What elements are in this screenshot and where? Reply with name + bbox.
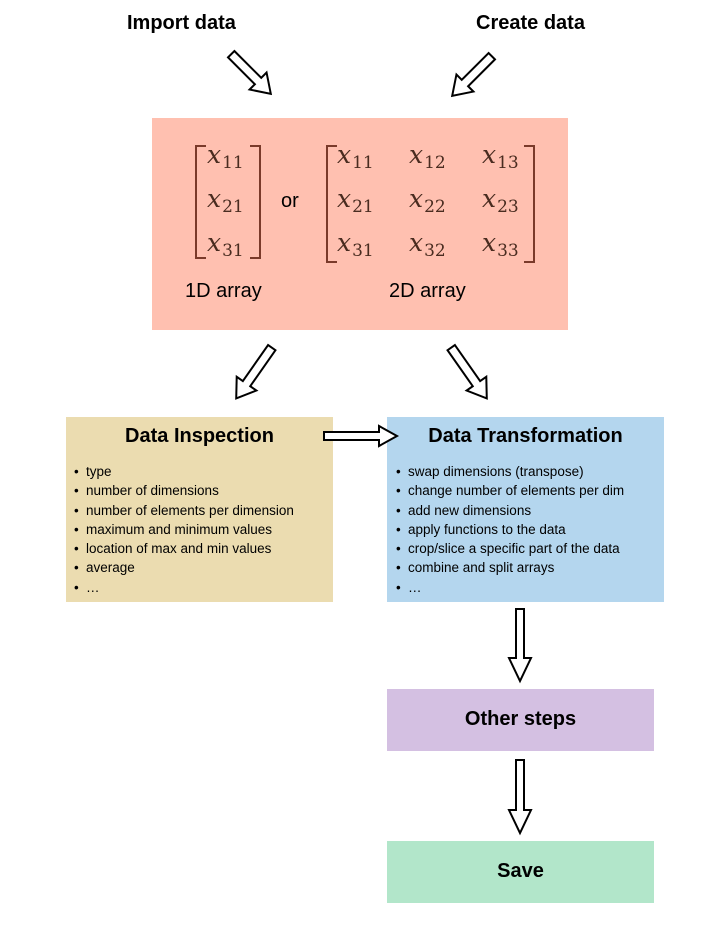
matrix-cell: x31 [337, 228, 374, 261]
arrow-array-to-inspection [235, 343, 277, 400]
list-item: apply functions to the data [396, 520, 624, 540]
data-transformation-title: Data Transformation [428, 425, 623, 447]
inspection-list: type number of dimensions number of elem… [74, 462, 294, 597]
list-item: add new dimensions [396, 501, 624, 521]
right-bracket-2d [524, 145, 535, 263]
vector-cell: x21 [207, 184, 244, 217]
list-item: location of max and min values [74, 539, 294, 559]
right-bracket-1d [250, 145, 261, 259]
matrix-cell: x22 [409, 184, 446, 217]
arrow-transformation-to-other [507, 608, 533, 684]
list-item: crop/slice a specific part of the data [396, 539, 624, 559]
other-steps-box: Other steps [387, 689, 654, 751]
create-data-label: Create data [476, 12, 585, 34]
vector-cell: x11 [207, 140, 244, 173]
data-inspection-box: Data Inspection type number of dimension… [66, 417, 333, 602]
list-item: maximum and minimum values [74, 520, 294, 540]
data-inspection-title: Data Inspection [125, 425, 274, 447]
matrix-cell: x32 [409, 228, 446, 261]
label-2d-array: 2D array [389, 280, 466, 302]
matrix-cell: x11 [337, 140, 374, 173]
list-item: number of elements per dimension [74, 501, 294, 521]
save-box: Save [387, 841, 654, 903]
matrix-cell: x33 [482, 228, 519, 261]
vector-cell: x31 [207, 228, 244, 261]
left-bracket-2d [326, 145, 337, 263]
or-label: or [281, 190, 299, 212]
arrow-array-to-transformation [446, 343, 488, 400]
list-item: … [74, 578, 294, 598]
matrix-cell: x21 [337, 184, 374, 217]
arrow-import-to-array [226, 49, 273, 96]
matrix-cell: x13 [482, 140, 519, 173]
save-title: Save [497, 860, 544, 882]
list-item: swap dimensions (transpose) [396, 462, 624, 482]
arrow-other-to-save [507, 759, 533, 836]
array-box: x11 x21 x31 1D array or x11 x12 x13 x21 … [152, 118, 568, 330]
list-item: … [396, 578, 624, 598]
import-data-label: Import data [127, 12, 236, 34]
matrix-cell: x12 [409, 140, 446, 173]
list-item: number of dimensions [74, 481, 294, 501]
list-item: average [74, 558, 294, 578]
left-bracket-1d [195, 145, 206, 259]
matrix-cell: x23 [482, 184, 519, 217]
label-1d-array: 1D array [185, 280, 262, 302]
list-item: combine and split arrays [396, 558, 624, 578]
transformation-list: swap dimensions (transpose) change numbe… [396, 462, 624, 597]
other-steps-title: Other steps [464, 708, 577, 730]
list-item: type [74, 462, 294, 482]
data-transformation-box: Data Transformation swap dimensions (tra… [387, 417, 664, 602]
arrow-create-to-array [450, 51, 497, 98]
list-item: change number of elements per dim [396, 481, 624, 501]
